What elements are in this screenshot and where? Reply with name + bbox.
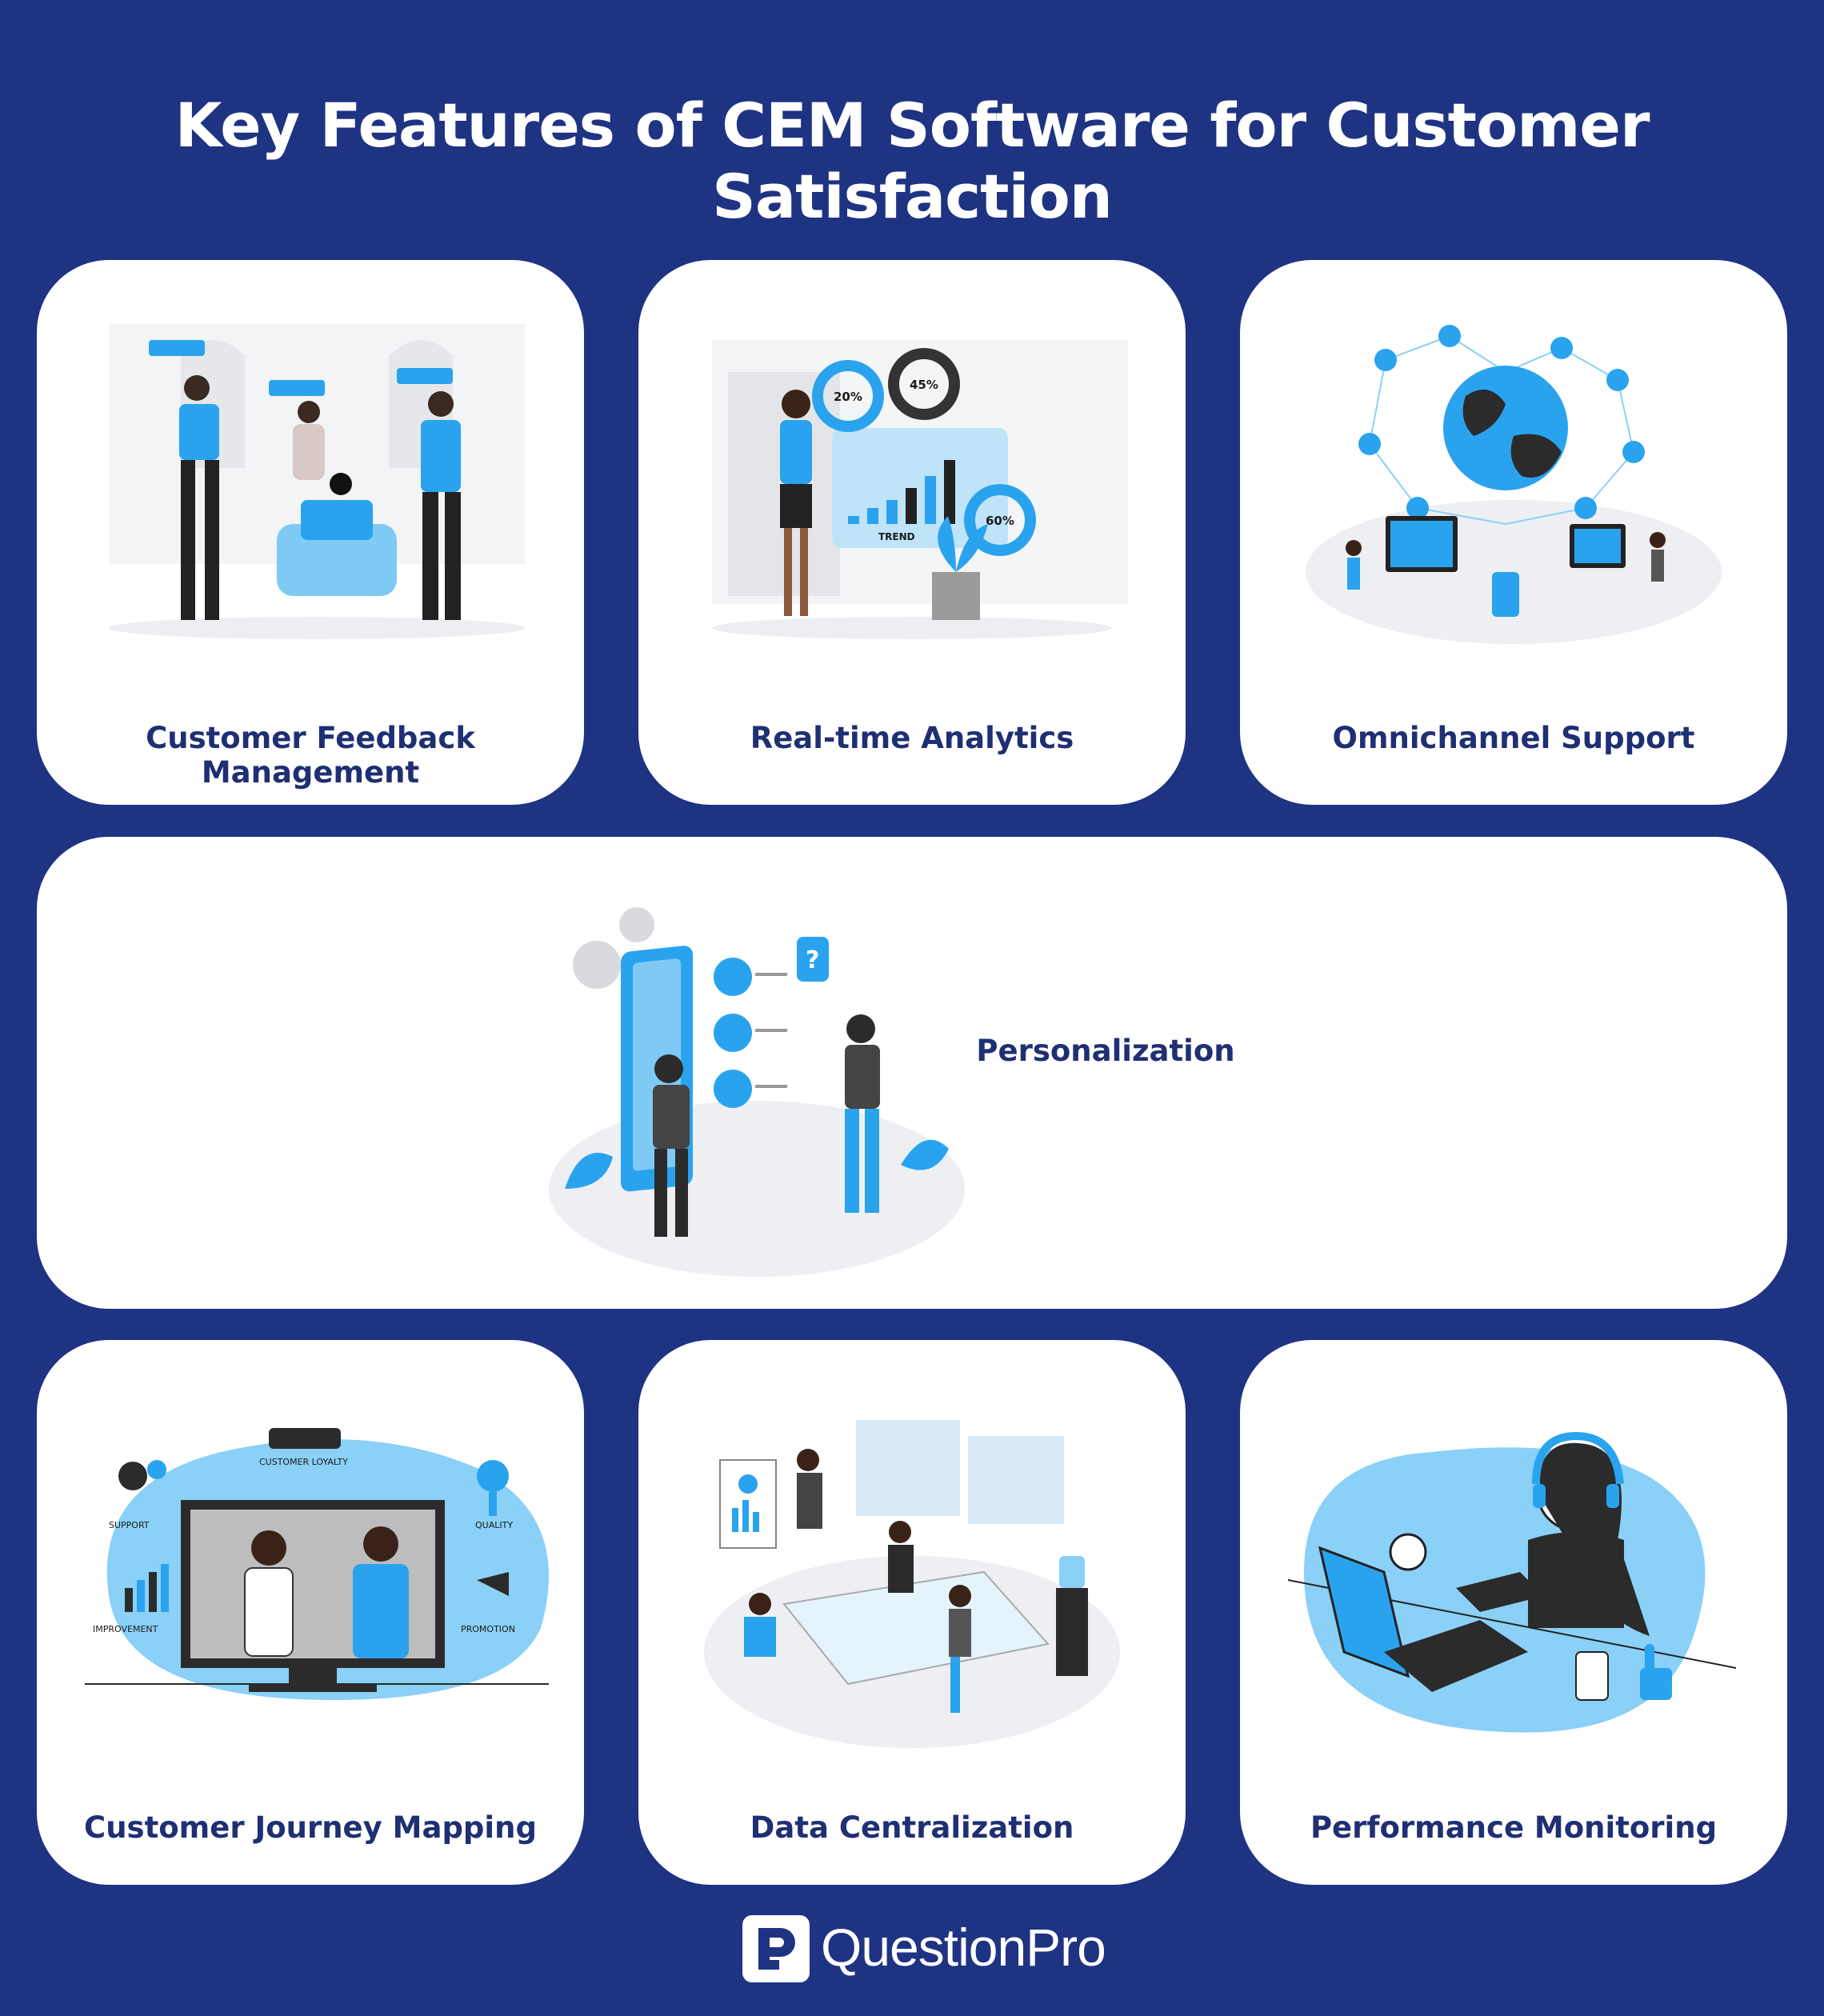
card-label: Customer Journey Mapping [84, 1810, 537, 1845]
trend-label: TREND [878, 531, 915, 542]
analytics-dashboard-illustration: TREND 20% 45% 60% [712, 340, 1128, 639]
page-title: Key Features of CEM Software for Custome… [174, 90, 1650, 232]
card-personalization: ? Personalization [37, 837, 1787, 1309]
svg-text:?: ? [806, 946, 819, 974]
card-performance-monitoring: Performance Monitoring [1240, 1340, 1787, 1885]
logo-mark [742, 1915, 810, 1982]
logo-p-icon [758, 1928, 795, 1970]
card-label: Omnichannel Support [1332, 721, 1695, 755]
globe-network-illustration [1306, 325, 1722, 644]
card-realtime-analytics: TREND 20% 45% 60% Real-time Analytics [638, 260, 1186, 805]
card-customer-journey: CUSTOMER LOYALTY SUPPORT QUALITY IMPROVE… [37, 1340, 584, 1885]
brand-name: QuestionPro [821, 1918, 1106, 1977]
handshake-monitor-illustration: CUSTOMER LOYALTY SUPPORT QUALITY IMPROVE… [85, 1428, 549, 1700]
people-rating-illustration [93, 308, 541, 644]
journey-improvement-label: IMPROVEMENT [93, 1624, 158, 1634]
woman-laptop-illustration [1288, 1431, 1736, 1733]
journey-quality-label: QUALITY [475, 1520, 513, 1530]
card-label: Real-time Analytics [750, 721, 1074, 755]
card-label: Performance Monitoring [1310, 1810, 1718, 1845]
team-office-illustration [704, 1420, 1120, 1748]
card-label: Customer Feedback Management [146, 721, 475, 790]
card-label: Personalization [976, 1034, 1235, 1068]
phone-customization-illustration: ? [549, 907, 965, 1277]
analytics-percent-3: 60% [986, 514, 1014, 528]
card-label: Data Centralization [750, 1810, 1074, 1845]
questionpro-logo: QuestionPro [742, 1912, 1106, 1984]
card-customer-feedback: Customer Feedback Management [37, 260, 584, 805]
journey-promotion-label: PROMOTION [461, 1624, 515, 1634]
analytics-percent-1: 20% [834, 390, 862, 404]
journey-loyalty-label: CUSTOMER LOYALTY [259, 1457, 348, 1467]
card-data-centralization: Data Centralization [638, 1340, 1186, 1885]
card-omnichannel-support: Omnichannel Support [1240, 260, 1787, 805]
analytics-percent-2: 45% [910, 378, 938, 392]
journey-support-label: SUPPORT [109, 1520, 150, 1530]
